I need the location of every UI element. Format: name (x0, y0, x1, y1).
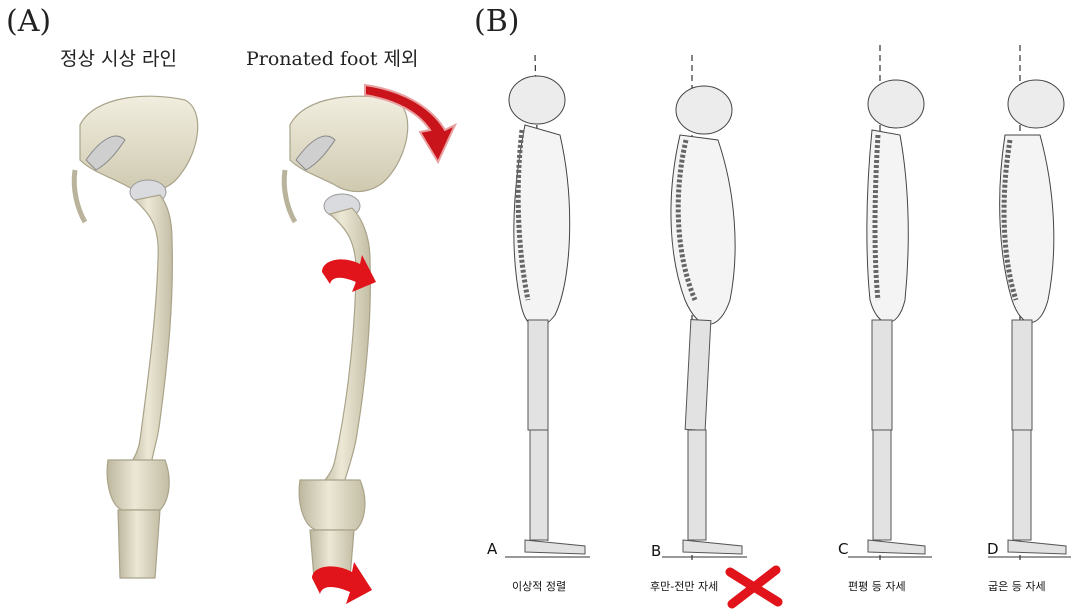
figure-c-letter: C (838, 540, 848, 558)
foot-rotation-arrow-icon (312, 562, 372, 604)
normal-leg-skeleton (74, 96, 198, 578)
posture-figure-c (848, 45, 932, 560)
pronated-leg-skeleton (284, 96, 408, 578)
figure-a-letter: A (487, 540, 497, 558)
figure-d-caption: 굽은 등 자세 (988, 578, 1046, 594)
figure-b-caption: 후만-전만 자세 (650, 578, 718, 594)
figure-c-caption: 편평 등 자세 (848, 578, 906, 594)
figure-a-caption: 이상적 정렬 (512, 578, 566, 594)
posture-figure-a (505, 55, 590, 557)
figure-d-letter: D (987, 540, 999, 558)
posture-figure-b (662, 55, 747, 560)
posture-figure-d (988, 45, 1071, 560)
figure-b-letter: B (651, 542, 661, 560)
wrong-posture-x-icon (730, 570, 778, 604)
